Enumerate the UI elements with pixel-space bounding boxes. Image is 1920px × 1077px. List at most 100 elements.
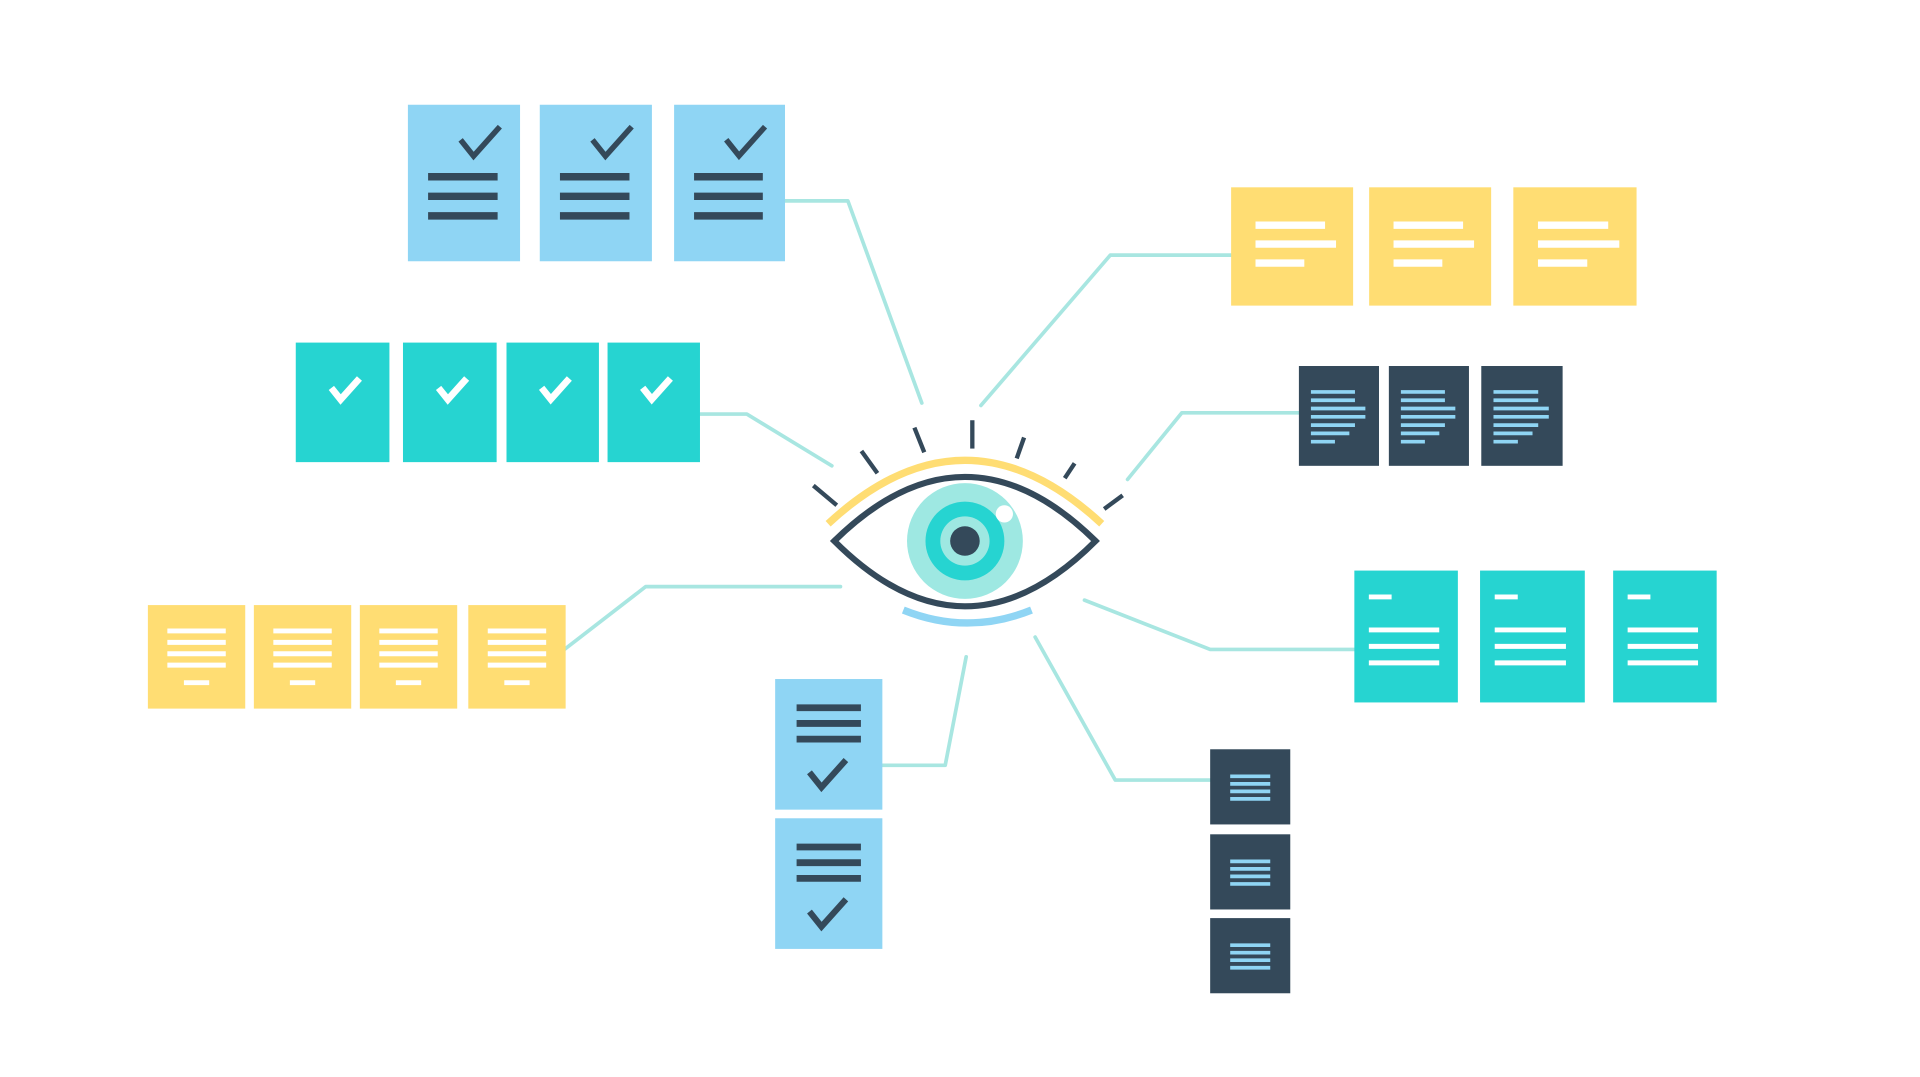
checkmark-card-icon	[435, 376, 470, 405]
centered-text-document-icon	[273, 628, 332, 686]
lower-arc	[901, 606, 1033, 627]
card-background	[1480, 570, 1585, 703]
heading-text-document-icon	[1494, 594, 1566, 666]
document-card	[1298, 366, 1379, 466]
document-card	[1354, 570, 1458, 703]
left-aligned-text-note-icon	[1393, 221, 1475, 267]
document-card	[1210, 749, 1291, 825]
document-card	[1613, 570, 1717, 703]
list-checkmark-card-icon	[796, 843, 861, 932]
card-group-top-right	[1231, 187, 1637, 306]
document-card	[1513, 187, 1637, 306]
document-card	[1481, 366, 1563, 466]
document-card	[147, 605, 246, 709]
centered-text-document-icon	[487, 628, 547, 686]
eye-ray	[1062, 462, 1077, 480]
card-background	[253, 605, 352, 709]
document-card	[295, 342, 390, 463]
checkmark-icon	[807, 757, 849, 793]
left-aligned-text-note-icon	[1255, 221, 1337, 267]
card-background	[1354, 570, 1458, 703]
card-background	[1613, 570, 1717, 703]
document-card	[1231, 187, 1354, 306]
document-card	[674, 104, 786, 262]
card-background	[674, 104, 786, 262]
centered-text-document-icon	[379, 628, 438, 686]
checked-list-document-icon	[559, 124, 634, 220]
document-card	[1388, 366, 1469, 466]
heading-text-document-icon	[1627, 594, 1699, 666]
connector-line	[1125, 410, 1301, 482]
connector-line	[1082, 598, 1357, 652]
checkmark-icon	[328, 376, 362, 405]
document-card	[1480, 570, 1585, 703]
card-background	[1210, 749, 1291, 825]
document-card	[253, 605, 352, 709]
checkmark-icon	[590, 124, 634, 161]
document-card	[402, 342, 497, 463]
card-background	[1210, 918, 1291, 994]
checked-list-document-icon	[428, 124, 502, 220]
checkmark-icon	[538, 376, 572, 405]
connector-line	[562, 584, 843, 652]
eye-icon	[811, 420, 1124, 627]
diagram-root	[147, 104, 1717, 994]
card-group-upper-right	[1298, 366, 1563, 466]
card-group-top-left	[407, 104, 786, 262]
card-group-bottom-center	[775, 679, 883, 949]
document-card	[1210, 918, 1291, 994]
list-checkmark-card-icon	[796, 704, 861, 793]
connector-line	[1033, 635, 1213, 782]
connector-line	[698, 412, 834, 468]
checkmark-card-icon	[640, 376, 673, 405]
checkmark-card-icon	[538, 376, 572, 405]
document-card	[607, 342, 700, 463]
card-group-mid-right	[1354, 570, 1717, 703]
card-background	[359, 605, 458, 709]
card-background	[1210, 834, 1291, 910]
card-group-mid-left	[295, 342, 700, 463]
eye-rays	[811, 420, 1124, 511]
eye-highlight	[995, 505, 1013, 523]
eye-ray	[859, 449, 880, 475]
card-group-bottom-left	[147, 605, 566, 709]
small-text-block-icon	[1230, 859, 1271, 886]
eye-ray	[811, 483, 839, 507]
card-background	[607, 342, 700, 463]
pupil	[950, 526, 980, 556]
document-card	[539, 104, 652, 262]
card-background	[147, 605, 246, 709]
card-background	[506, 342, 599, 463]
text-page-icon	[1493, 390, 1549, 444]
document-card	[468, 605, 566, 709]
checkmark-icon	[807, 897, 849, 932]
document-card	[359, 605, 458, 709]
checkmark-card-icon	[328, 376, 362, 405]
checkmark-icon	[435, 376, 470, 405]
document-card	[1210, 834, 1291, 910]
eye-ray	[912, 426, 927, 454]
card-background	[407, 104, 521, 262]
text-page-icon	[1400, 390, 1456, 444]
card-background	[775, 679, 883, 810]
small-text-block-icon	[1230, 774, 1271, 801]
document-card	[506, 342, 599, 463]
card-background	[775, 818, 883, 949]
checkmark-icon	[458, 124, 502, 161]
document-card	[1369, 187, 1492, 306]
connector-line	[783, 199, 924, 405]
connector-lines	[562, 199, 1357, 782]
document-card	[775, 679, 883, 810]
checkmark-icon	[640, 376, 673, 405]
small-text-block-icon	[1230, 943, 1271, 970]
eye-ray	[1014, 436, 1027, 460]
centered-text-document-icon	[167, 628, 226, 686]
left-aligned-text-note-icon	[1537, 221, 1620, 267]
connector-line	[979, 253, 1233, 408]
document-card	[407, 104, 521, 262]
document-card	[775, 818, 883, 949]
card-background	[539, 104, 652, 262]
card-background	[468, 605, 566, 709]
card-group-bottom-right	[1210, 749, 1291, 994]
